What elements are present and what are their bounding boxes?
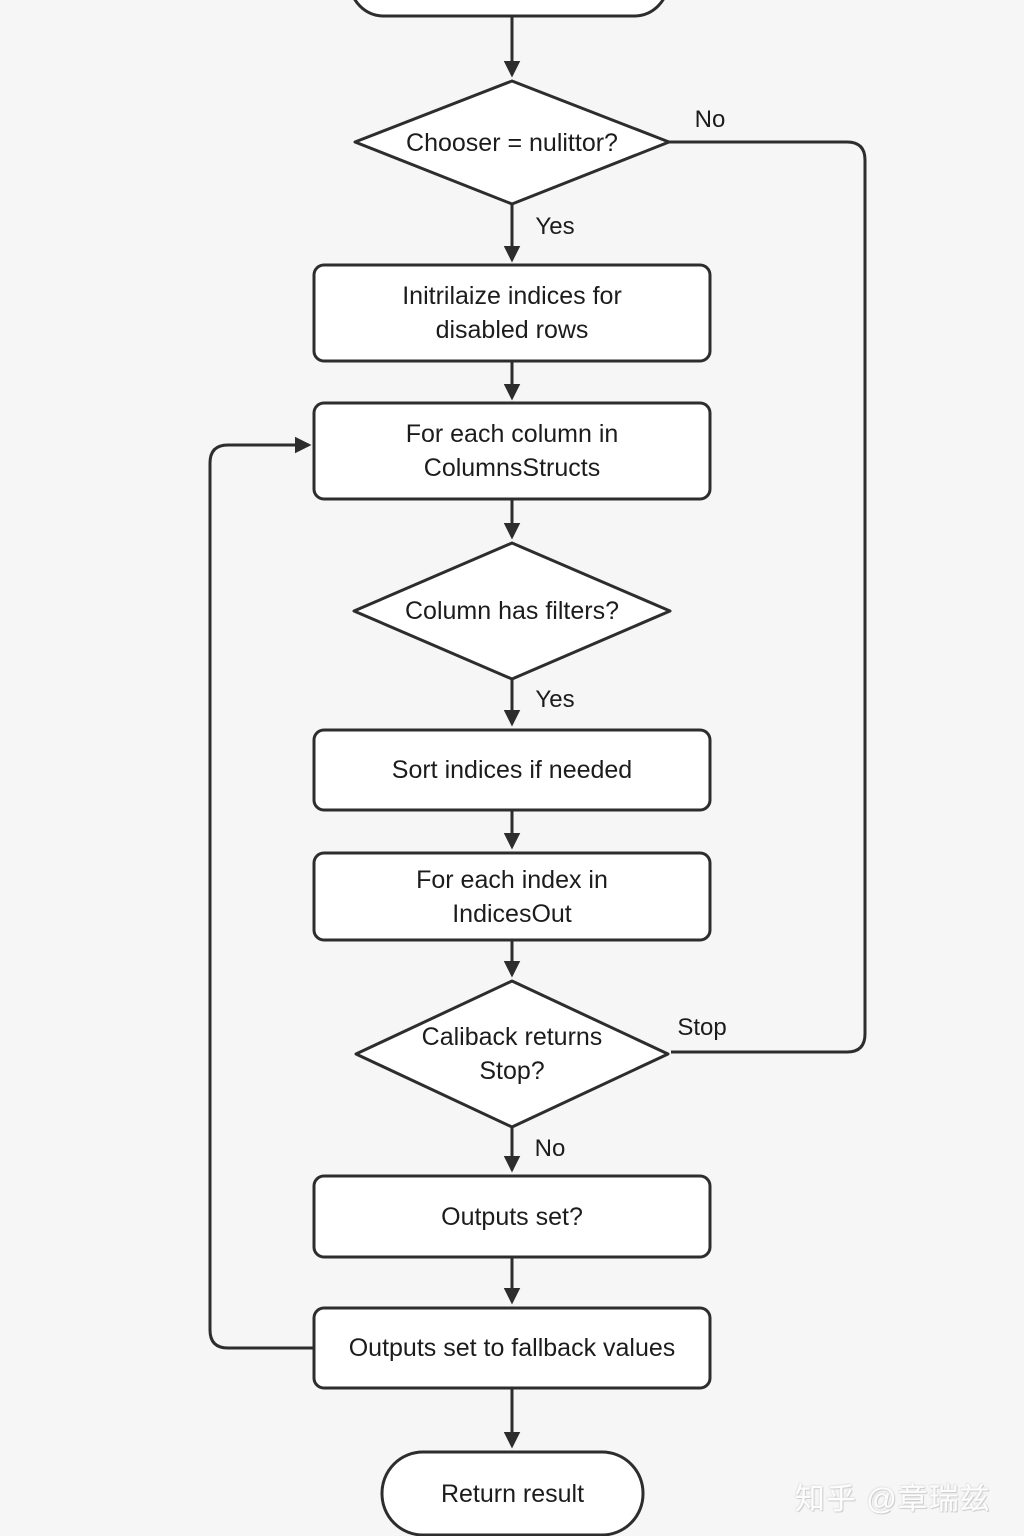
decision-filters-shape — [352, 541, 672, 681]
for-each-column-shape — [312, 401, 712, 501]
outputs-set-shape — [312, 1174, 712, 1259]
return-terminal-shape — [380, 1450, 645, 1536]
edge-chooser-no-to-callback-stop — [669, 140, 867, 1054]
decision-callback-shape — [354, 979, 670, 1129]
for-each-index-shape — [312, 851, 712, 942]
edge-fallback-loop-to-foreach-column — [208, 436, 314, 1350]
init-indices-shape — [312, 263, 712, 363]
start-terminal-shape — [353, 0, 665, 18]
decision-chooser-shape — [353, 79, 671, 206]
outputs-fallback-shape — [312, 1306, 712, 1390]
sort-indices-shape — [312, 728, 712, 812]
